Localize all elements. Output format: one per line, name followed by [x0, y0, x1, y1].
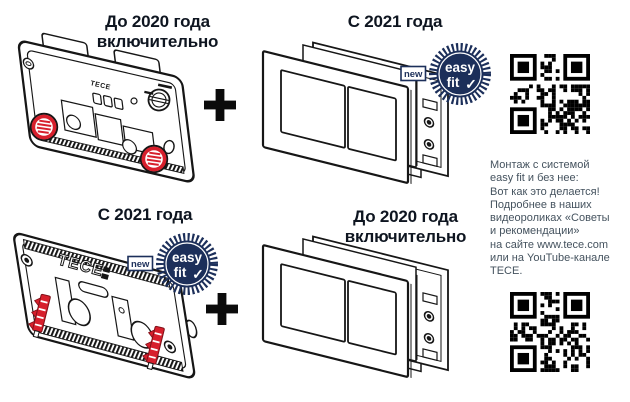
badge-fit-label: fit — [174, 265, 187, 280]
text-line: Монтаж с системой — [490, 159, 590, 171]
old-mounting-frame-drawing: TECE — [17, 32, 195, 183]
text-line: или на YouTube-канале — [490, 252, 610, 265]
flush-plate-exploded-bottom — [261, 235, 449, 379]
badge-fit-label: fit — [447, 75, 460, 90]
red-knob — [139, 144, 169, 174]
qr-code-bottom — [510, 292, 590, 372]
badge-easy-label: easy — [445, 60, 476, 75]
title-line: До 2020 года — [105, 12, 210, 31]
text-line: Подробнее в наших — [490, 198, 592, 211]
badge-check-icon: ✓ — [192, 266, 204, 282]
title-line: До 2020 года — [353, 207, 458, 226]
red-knob — [29, 112, 59, 142]
title-line: включительно — [344, 226, 467, 246]
text-line: и рекомендации» — [490, 225, 580, 238]
text-line: Вот как это делается! — [490, 185, 600, 198]
text-line: easy fit и без нее: — [490, 172, 579, 185]
tece-logo: TECE — [90, 80, 112, 91]
adjustment-dial — [144, 83, 173, 112]
easy-fit-badge: easy fit ✓ new — [127, 233, 218, 295]
title-line: включительно — [96, 31, 219, 51]
text-line: видеороликах «Советы — [490, 212, 610, 225]
title-top-left: До 2020 года включительно — [55, 12, 260, 51]
qr-code-top — [510, 54, 590, 134]
red-clip — [28, 293, 51, 339]
easy-fit-badge: easy fit ✓ new — [400, 43, 491, 105]
plus-icon — [204, 89, 236, 121]
title-line: С 2021 года — [347, 12, 443, 31]
badge-easy-label: easy — [172, 250, 203, 265]
text-line: на сайте www.tece.com — [490, 238, 609, 251]
title-bottom-right: До 2020 года включительно — [308, 207, 503, 246]
plus-icon — [206, 293, 238, 325]
title-line: С 2021 года — [97, 205, 193, 224]
badge-new-label: new — [131, 259, 150, 270]
title-bottom-left: С 2021 года — [50, 205, 240, 225]
badge-new-label: new — [404, 69, 423, 80]
sidebar-text: Монтаж с системой easy fit и без нее: Во… — [490, 159, 630, 279]
text-line: TECE. — [490, 265, 523, 278]
title-top-right: С 2021 года — [300, 12, 490, 32]
badge-check-icon: ✓ — [465, 76, 477, 92]
red-clip — [142, 325, 165, 371]
